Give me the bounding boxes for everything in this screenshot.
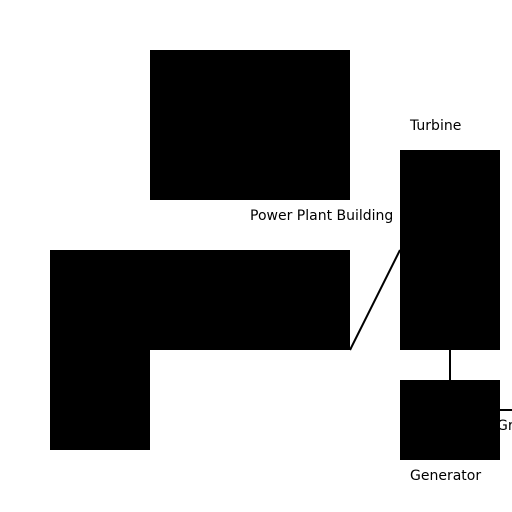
pipe-building-to-turbine bbox=[349, 249, 401, 351]
turbine-label: Turbine bbox=[409, 118, 461, 134]
generator-label: Generator bbox=[410, 468, 481, 484]
grid-label: Gr bbox=[497, 418, 512, 434]
turbine-block bbox=[400, 150, 500, 350]
power-plant-building-label: Power Plant Building bbox=[250, 208, 393, 224]
building-upper-block bbox=[150, 50, 350, 200]
power-plant-building-block bbox=[50, 250, 350, 450]
generator-block bbox=[400, 380, 500, 460]
